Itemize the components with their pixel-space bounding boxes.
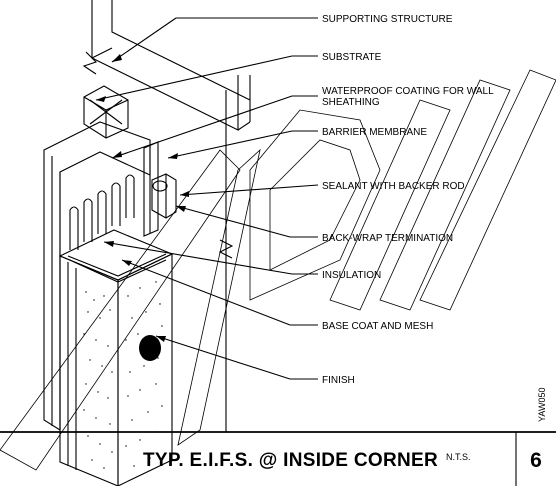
drawing-code: YAW050 bbox=[537, 387, 547, 422]
leader-lines bbox=[95, 17, 319, 380]
label-waterproof-coating: WATERPROOF COATING FOR WALL bbox=[322, 86, 494, 97]
label-finish: FINISH bbox=[322, 375, 355, 386]
finish-blob bbox=[139, 335, 161, 361]
title-text: TYP. E.I.F.S. @ INSIDE CORNER bbox=[143, 450, 438, 471]
callout-labels: SUPPORTING STRUCTURE SUBSTRATE WATERPROO… bbox=[322, 14, 494, 386]
title-block: TYP. E.I.F.S. @ INSIDE CORNER N.T.S. 6 bbox=[0, 431, 556, 486]
sealant-backer-rod-drawing bbox=[151, 173, 177, 219]
title: TYP. E.I.F.S. @ INSIDE CORNER bbox=[143, 450, 438, 471]
label-barrier-membrane: BARRIER MEMBRANE bbox=[322, 127, 427, 138]
label-back-wrap-termination: BACK-WRAP TERMINATION bbox=[322, 233, 453, 244]
break-mark bbox=[218, 239, 234, 259]
label-supporting-structure: SUPPORTING STRUCTURE bbox=[322, 14, 453, 25]
barrier-membrane-drawing bbox=[69, 141, 159, 250]
scale-text: N.T.S. bbox=[446, 452, 471, 462]
label-substrate: SUBSTRATE bbox=[322, 52, 382, 63]
finish-texture bbox=[83, 281, 163, 469]
label-sealant-backer-rod: SEALANT WITH BACKER ROD bbox=[322, 181, 465, 192]
label-sheathing: SHEATHING bbox=[322, 97, 380, 108]
label-insulation: INSULATION bbox=[322, 270, 381, 281]
detail-number: 6 bbox=[530, 449, 542, 472]
label-base-coat-mesh: BASE COAT AND MESH bbox=[322, 321, 433, 332]
watermark-graphic bbox=[0, 69, 556, 471]
substrate-drawing bbox=[83, 85, 129, 139]
supporting-structure-drawing bbox=[82, 0, 251, 131]
insulation-board-drawing bbox=[58, 229, 174, 486]
